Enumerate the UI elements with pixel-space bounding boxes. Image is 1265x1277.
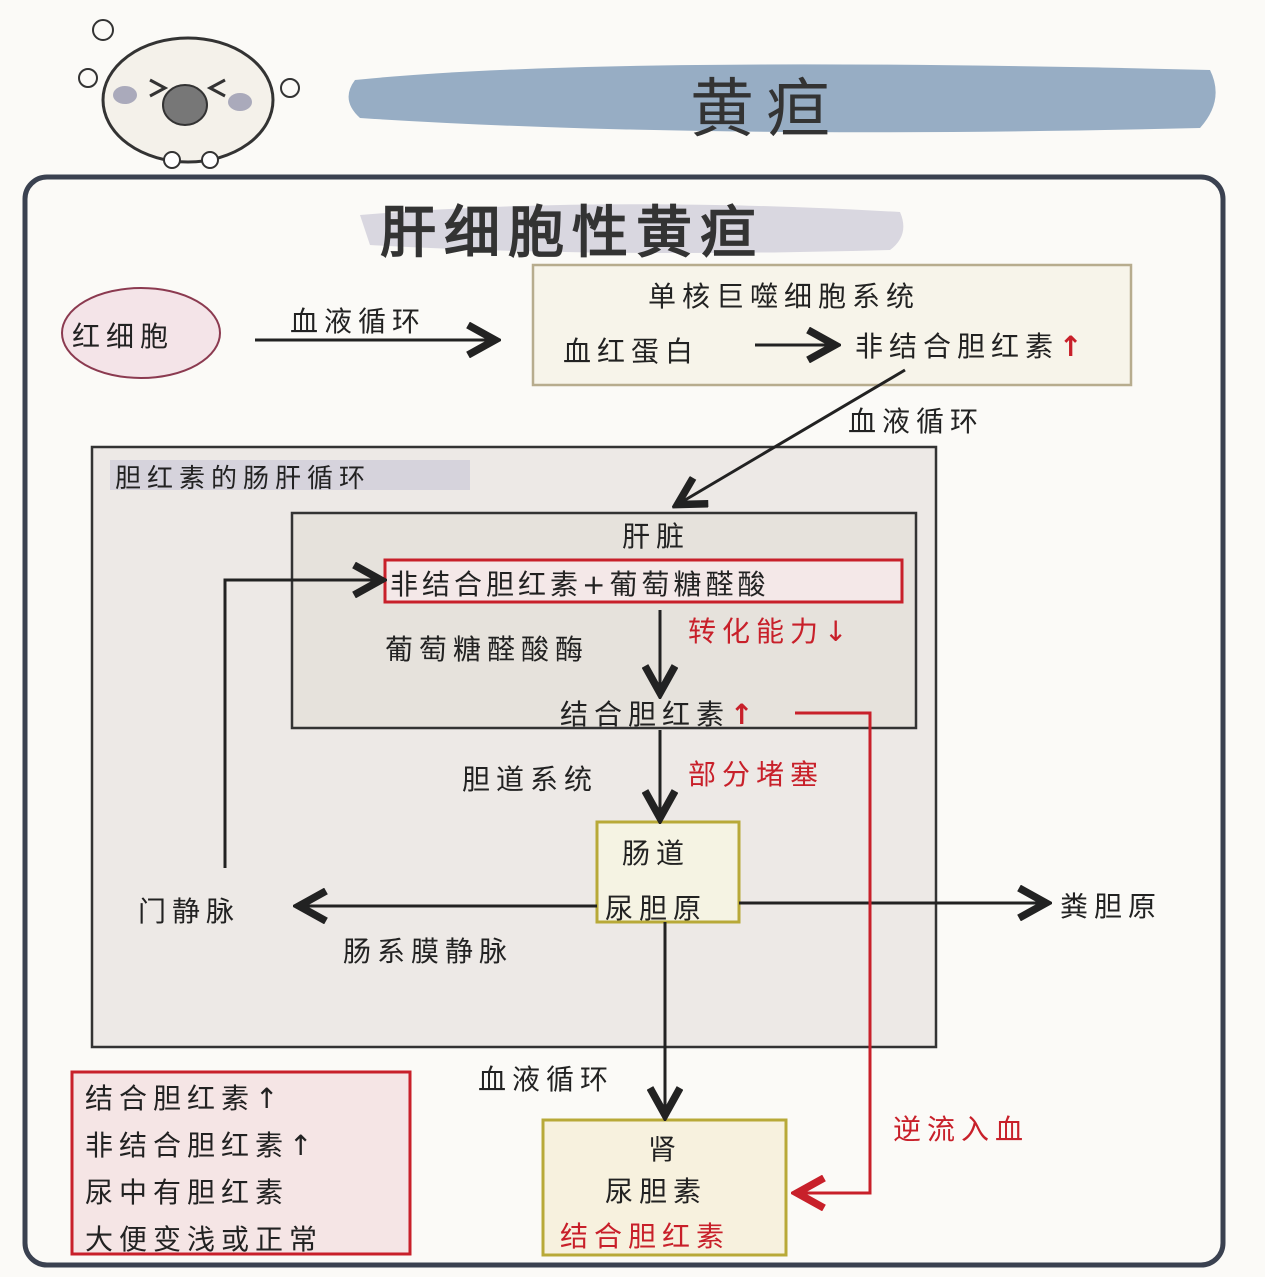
rbc-label: 红细胞 — [72, 320, 175, 353]
summary-item: 非结合胆红素↑ — [85, 1129, 319, 1162]
conversion-capacity: 转化能力↓ — [688, 615, 854, 648]
mps-to-text: 非结合胆红素 — [855, 330, 1060, 363]
blood-circulation-label-2: 血液循环 — [848, 405, 985, 438]
portal-vein: 门静脉 — [138, 895, 241, 928]
kidney-box — [541, 1118, 788, 1257]
intestine-box — [595, 820, 741, 924]
cycle-title: 胆红素的肠肝循环 — [115, 464, 372, 494]
mascot-icon — [78, 19, 300, 169]
kidney-conjugated-bilirubin: 结合胆红素 — [560, 1220, 731, 1253]
rbc-ellipse — [61, 287, 221, 379]
liver-box — [290, 511, 918, 730]
liver-title: 肝脏 — [622, 520, 691, 553]
product-text: 结合胆红素 — [560, 698, 731, 731]
intestine-title: 肠道 — [622, 837, 691, 870]
mps-unconjugated-bilirubin: 非结合胆红素↑ — [855, 325, 1088, 365]
title-banner — [348, 64, 1216, 133]
blood-circulation-label-1: 血液循环 — [290, 305, 427, 338]
kidney-title: 肾 — [648, 1133, 683, 1166]
mesenteric-label: 肠系膜静脉 — [343, 935, 514, 968]
intestine-urobilinogen: 尿胆原 — [605, 892, 708, 925]
stercobilinogen: 粪胆原 — [1060, 890, 1163, 923]
liver-reaction: 非结合胆红素+葡萄糖醛酸 — [390, 568, 770, 601]
conjugated-bilirubin: 结合胆红素↑ — [560, 693, 759, 733]
reflux-label: 逆流入血 — [893, 1113, 1030, 1146]
summary-box — [70, 1070, 412, 1256]
panel-title: 肝细胞性黄疸 — [380, 201, 764, 266]
up-arrow-icon: ↑ — [730, 698, 760, 731]
reflux-arrow — [795, 711, 872, 1193]
subtitle-highlight — [360, 204, 904, 254]
up-arrow-icon: ↑ — [1059, 330, 1089, 363]
biliary-label: 胆道系统 — [462, 763, 599, 796]
summary-item: 大便变浅或正常 — [85, 1223, 324, 1256]
summary-item: 尿中有胆红素 — [85, 1176, 290, 1209]
summary-item: 结合胆红素↑ — [85, 1082, 285, 1115]
kidney-urobilin: 尿胆素 — [605, 1175, 708, 1208]
cycle-title-highlight — [110, 460, 470, 490]
blood-circulation-label-3: 血液循环 — [478, 1063, 615, 1096]
mps-title: 单核巨噬细胞系统 — [648, 280, 921, 313]
mps-hemoglobin: 血红蛋白 — [563, 335, 700, 368]
reaction-box — [383, 558, 904, 604]
blockage-label: 部分堵塞 — [688, 758, 825, 791]
mps-box — [531, 263, 1133, 387]
summary-list: 结合胆红素↑ 非结合胆红素↑ 尿中有胆红素 大便变浅或正常 — [85, 1075, 323, 1263]
header-title: 黄疸 — [690, 73, 842, 147]
enzyme-label: 葡萄糖醛酸酶 — [385, 633, 590, 666]
